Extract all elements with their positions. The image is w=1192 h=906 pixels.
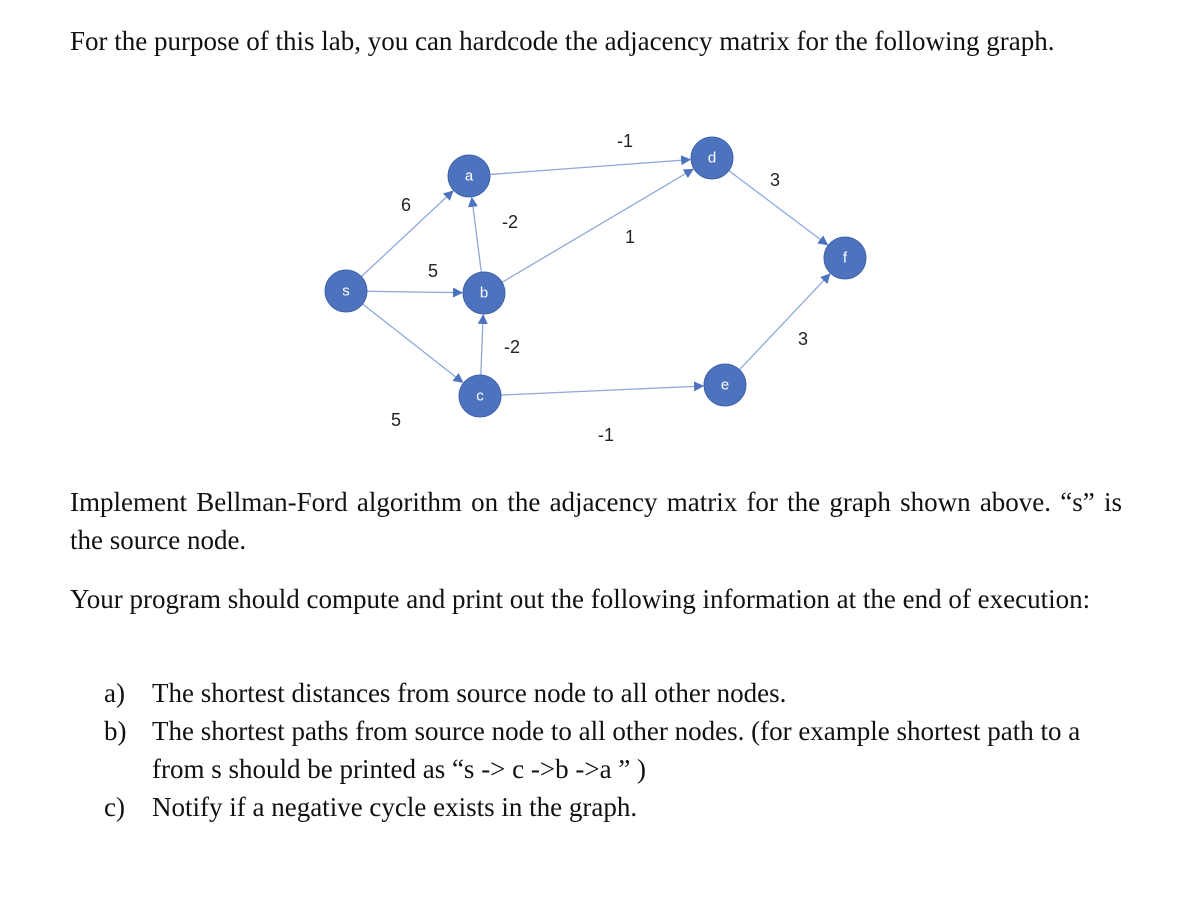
node-circle	[447, 154, 491, 198]
list-item: a) The shortest distances from source no…	[104, 674, 1134, 712]
edge-e-f	[738, 273, 831, 371]
graph-edges	[360, 155, 831, 396]
graph-node-f: f	[823, 236, 867, 280]
node-label: b	[480, 285, 488, 302]
graph-node-d: d	[690, 136, 734, 180]
graph-node-c: c	[458, 374, 502, 418]
node-circle	[324, 269, 368, 313]
node-label: f	[843, 250, 848, 267]
list-item: b) The shortest paths from source node t…	[104, 712, 1134, 788]
node-circle	[462, 271, 506, 315]
graph-edge-labels: 6 5 5 -2 -2 -1 1 -1 3 3	[391, 131, 808, 445]
list-item-text: Notify if a negative cycle exists in the…	[152, 792, 638, 822]
graph-nodes: s a b c d e f	[324, 136, 867, 418]
node-circle	[690, 136, 734, 180]
requirement-paragraph: Your program should compute and print ou…	[70, 584, 1091, 614]
edge-a-d	[489, 155, 692, 176]
edge-weight-c-b: -2	[504, 337, 520, 357]
graph-node-b: b	[462, 271, 506, 315]
edge-d-f	[728, 170, 829, 246]
node-circle	[458, 374, 502, 418]
node-label: e	[721, 377, 729, 394]
edge-s-a	[360, 190, 454, 278]
edge-weight-c-e: -1	[598, 425, 614, 445]
list-item-marker: c)	[104, 792, 125, 822]
intro-paragraph: For the purpose of this lab, you can har…	[70, 26, 1055, 56]
edge-s-c	[362, 303, 464, 384]
edge-weight-s-b: 5	[428, 261, 438, 281]
list-item-marker: a)	[104, 678, 125, 708]
graph-node-e: e	[703, 363, 747, 407]
list-item: c) Notify if a negative cycle exists in …	[104, 788, 1134, 826]
node-circle	[823, 236, 867, 280]
edge-weight-s-c: 5	[391, 410, 401, 430]
edge-c-b	[477, 313, 488, 376]
edge-weight-a-d: -1	[617, 131, 633, 151]
node-circle	[703, 363, 747, 407]
node-label: a	[465, 168, 474, 185]
list-item-text: The shortest distances from source node …	[152, 678, 787, 708]
edge-b-a	[467, 196, 482, 273]
edge-s-b	[366, 287, 464, 298]
list-item-text: The shortest paths from source node to a…	[152, 716, 1081, 784]
node-label: c	[476, 388, 484, 405]
graph-node-a: a	[447, 154, 491, 198]
node-label: d	[708, 150, 716, 167]
node-label: s	[342, 283, 350, 300]
edge-weight-b-d: 1	[625, 227, 635, 247]
edge-weight-b-a: -2	[502, 212, 518, 232]
list-item-marker: b)	[104, 716, 127, 746]
edge-weight-s-a: 6	[401, 195, 411, 215]
edge-weight-d-f: 3	[770, 170, 780, 190]
edge-b-d	[501, 168, 694, 283]
edge-weight-e-f: 3	[798, 329, 808, 349]
edge-c-e	[500, 381, 705, 396]
requirements-list: a) The shortest distances from source no…	[104, 674, 1134, 826]
task-paragraph: Implement Bellman-Ford algorithm on the …	[70, 487, 1122, 555]
graph-node-s: s	[324, 269, 368, 313]
